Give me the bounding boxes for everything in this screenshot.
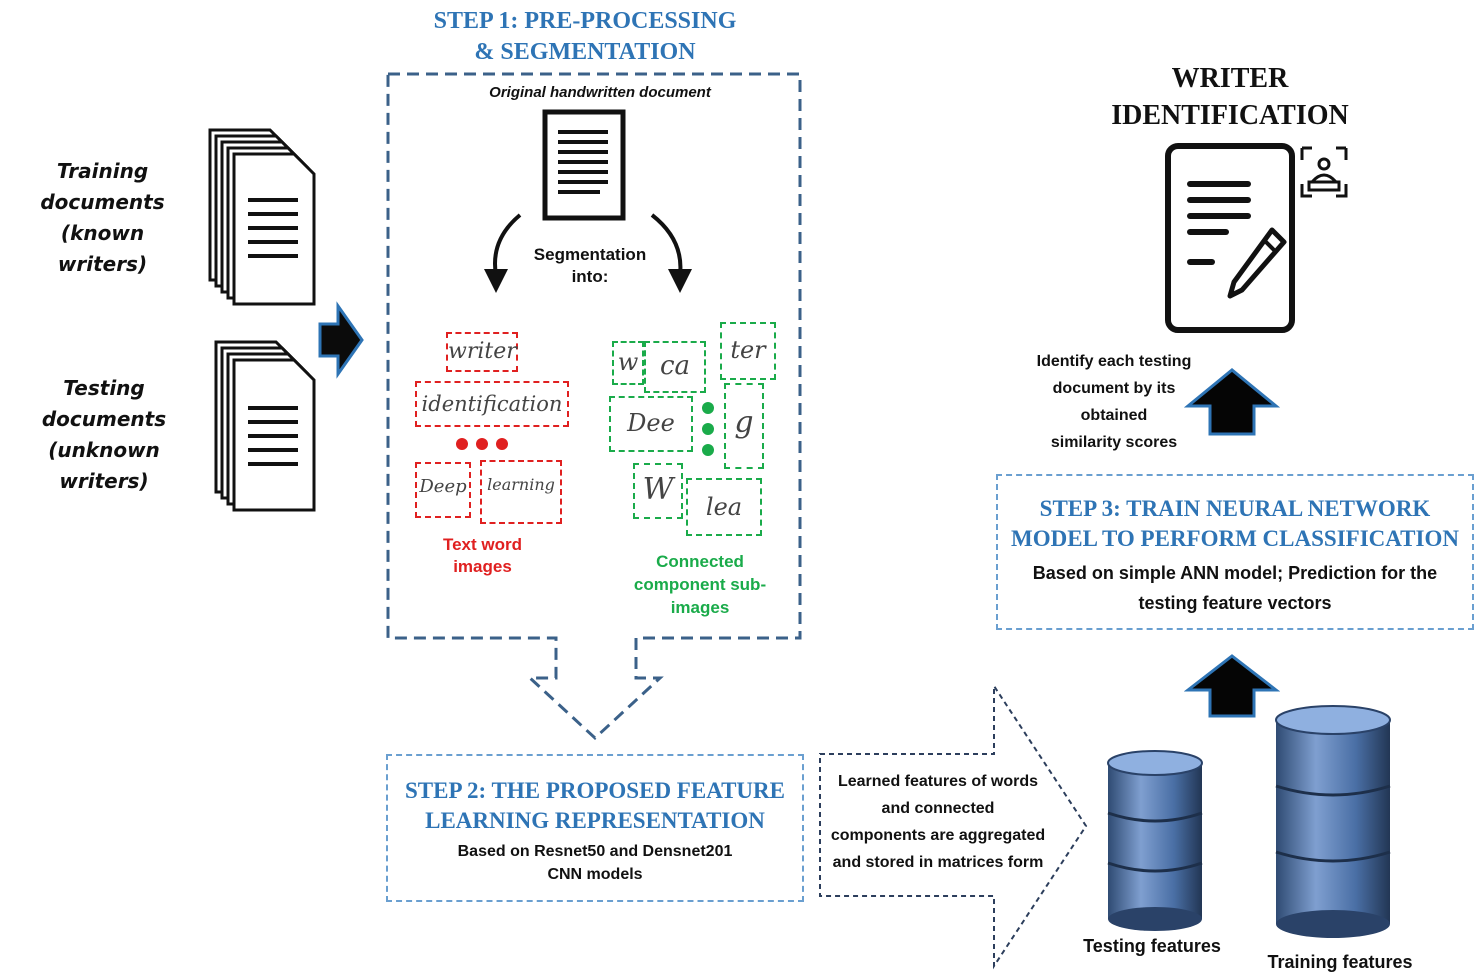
connected-components-caption: Connected component sub- images — [633, 552, 767, 617]
word-image: Deep — [415, 462, 471, 518]
aggregation-text: Learned features of words and connected … — [830, 773, 1046, 871]
word-image: writer — [446, 332, 518, 372]
input-arrow-icon — [318, 301, 364, 379]
step2-description: Based on Resnet50 and Densnet201 CNN mod… — [457, 843, 733, 883]
component-image: ter — [720, 322, 776, 380]
step3-title: STEP 3: TRAIN NEURAL NETWORK MODEL TO PE… — [1011, 496, 1459, 551]
segmentation-label: Segmentation into: — [533, 245, 647, 286]
word-image: learning — [480, 460, 562, 524]
component-image: lea — [686, 478, 762, 536]
writer-identification-title: WRITER IDENTIFICATION — [1111, 63, 1349, 131]
more-components-dots — [702, 402, 714, 456]
word-image: identification — [415, 381, 569, 427]
testing-features-database-icon — [1107, 750, 1203, 931]
more-words-dots — [456, 438, 508, 450]
component-image: W — [633, 463, 683, 519]
signed-document-icon — [1165, 143, 1348, 333]
component-image: g — [724, 383, 764, 469]
step1-frame — [386, 72, 802, 741]
text-word-images-caption: Text word images — [442, 535, 523, 576]
component-image: w — [612, 341, 644, 385]
step2-box: STEP 2: THE PROPOSED FEATURE LEARNING RE… — [386, 754, 804, 902]
component-image: Dee — [609, 396, 693, 452]
up-arrow-to-step3-icon — [1184, 654, 1280, 718]
step1-title: STEP 1: PRE-PROCESSING & SEGMENTATION — [433, 8, 737, 65]
step3-box: STEP 3: TRAIN NEURAL NETWORK MODEL TO PE… — [996, 474, 1474, 630]
component-image: ca — [644, 341, 706, 393]
original-document-caption: Original handwritten document — [489, 84, 711, 101]
testing-features-label: Testing features — [1083, 936, 1221, 956]
testing-documents-icon — [214, 340, 316, 512]
original-document-icon — [542, 109, 626, 221]
aggregation-arrow — [819, 682, 1088, 970]
training-features-label: Training features — [1267, 952, 1413, 972]
training-features-database-icon — [1275, 705, 1391, 938]
segmentation-arrows — [484, 213, 692, 293]
training-documents-label: Training documents (known writers) — [40, 159, 165, 276]
training-documents-icon — [208, 128, 316, 306]
up-arrow-to-identification-icon — [1184, 368, 1280, 436]
step3-description: Based on simple ANN model; Prediction fo… — [1032, 563, 1438, 613]
identify-description: Identify each testing document by its ob… — [1036, 353, 1192, 451]
testing-documents-label: Testing documents (unknown writers) — [41, 376, 167, 493]
step2-title: STEP 2: THE PROPOSED FEATURE LEARNING RE… — [405, 778, 785, 833]
